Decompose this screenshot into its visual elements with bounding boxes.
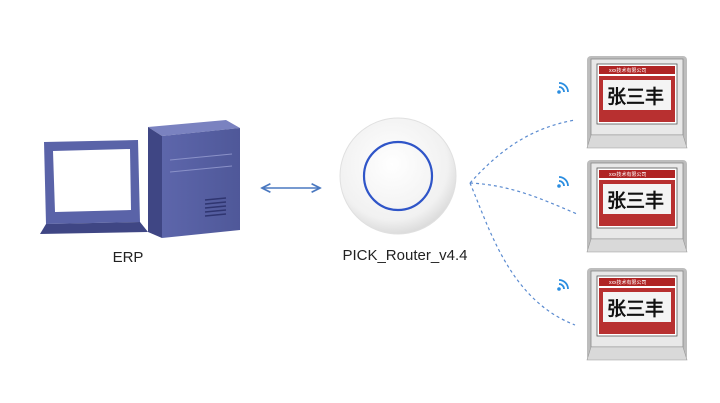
router-icon xyxy=(339,117,457,235)
tag-header: xxx技术有限公司 xyxy=(609,171,647,178)
erp-computer-icon xyxy=(40,120,240,238)
wireless-link-3 xyxy=(469,182,576,326)
router-label: PICK_Router_v4.4 xyxy=(342,247,468,264)
tag-name: 张三丰 xyxy=(607,85,664,108)
e-paper-tag: xxx技术有限公司 张三丰 xyxy=(586,56,688,149)
wireless-links xyxy=(469,119,578,326)
tag-name: 张三丰 xyxy=(607,189,664,212)
wireless-link-2 xyxy=(469,182,578,215)
tag-name: 张三丰 xyxy=(607,297,664,320)
erp-label: ERP xyxy=(112,249,144,266)
tag-header: xxx技术有限公司 xyxy=(609,67,647,74)
wifi-icon xyxy=(557,176,569,188)
wireless-link-1 xyxy=(469,119,576,184)
tag-header: xxx技术有限公司 xyxy=(609,279,647,286)
wifi-icon xyxy=(557,279,569,291)
e-paper-tag: xxx技术有限公司 张三丰 xyxy=(586,160,688,253)
e-paper-tag: xxx技术有限公司 张三丰 xyxy=(586,268,688,361)
wifi-icon xyxy=(557,82,569,94)
